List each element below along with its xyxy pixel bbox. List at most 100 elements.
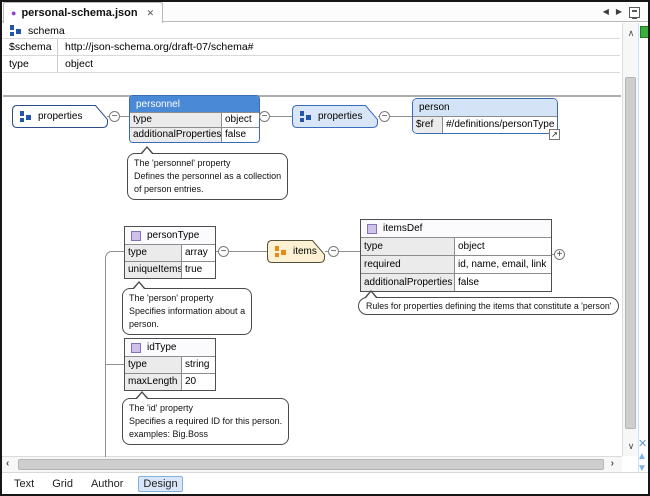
type-definition-icon (131, 342, 141, 353)
collapse-toggle[interactable]: − (379, 111, 390, 122)
row-value: string (185, 359, 210, 370)
items-icon (275, 246, 286, 257)
annotation-line: person. (129, 319, 160, 329)
tab-modified-dot-icon: ● (11, 8, 17, 18)
collapse-toggle[interactable]: − (109, 111, 120, 122)
v-scroll-thumb[interactable] (625, 77, 636, 429)
connector-line (216, 251, 267, 252)
collapse-toggle[interactable]: − (218, 246, 229, 257)
properties-badge-2[interactable]: properties (292, 105, 378, 128)
nav-down-icon[interactable]: ▼ (637, 463, 647, 474)
row-label: $schema (3, 39, 58, 55)
row-label: type (3, 56, 58, 72)
badge-label: items (293, 246, 317, 257)
tab-grid[interactable]: Grid (52, 477, 73, 490)
properties-badge-1[interactable]: properties (12, 105, 108, 128)
type-definition-icon (131, 230, 141, 241)
connector-line (378, 116, 412, 117)
ruler-ok-marker[interactable] (640, 26, 648, 38)
scroll-down-icon[interactable]: ∨ (627, 441, 635, 451)
overview-ruler (638, 23, 648, 481)
annotation-line: The 'person' property (129, 293, 214, 303)
v-scrollbar[interactable]: ∧ ∨ (622, 23, 638, 456)
annotation-tail (132, 281, 146, 289)
annotation-idtype[interactable]: The 'id' property Specifies a required I… (122, 391, 290, 445)
row-label: type (130, 113, 222, 127)
tab-author[interactable]: Author (90, 477, 124, 490)
annotation-line: Defines the personnel as a collection (134, 171, 282, 181)
ref-jump-icon[interactable]: ↗ (549, 129, 560, 140)
node-title: person (413, 99, 557, 116)
node-person[interactable]: person $ref#/definitions/personType (412, 98, 558, 134)
scroll-left-icon[interactable]: ‹ (6, 458, 10, 469)
root-table-row[interactable]: $schema http://json-schema.org/draft-07/… (3, 39, 620, 56)
row-label: type (125, 357, 182, 373)
scroll-up-icon[interactable]: ∧ (627, 28, 635, 38)
annotation-personnel[interactable]: The 'personnel' property Defines the per… (127, 146, 289, 200)
schema-icon (10, 25, 21, 36)
tab-design[interactable]: Design (138, 475, 183, 492)
connector-line (257, 116, 292, 117)
collapse-toggle[interactable]: − (259, 111, 270, 122)
annotation-line: examples: Big.Boss (129, 429, 209, 439)
row-value: array (185, 247, 208, 258)
tab-close-icon[interactable]: ✕ (146, 7, 155, 18)
tab-title: personal-schema.json (21, 7, 138, 19)
row-label: required (361, 256, 455, 273)
annotation-line: Rules for properties defining the items … (366, 301, 612, 311)
row-value: true (185, 264, 203, 275)
mode-tabs: Text Grid Author Design (2, 472, 648, 494)
connector-line (325, 251, 360, 252)
row-value: id, name, email, link (458, 259, 547, 270)
collapse-toggle[interactable]: − (328, 246, 339, 257)
annotation-line: The 'id' property (129, 403, 193, 413)
annotation-line: Specifies information about a (129, 306, 246, 316)
connector-trunk (105, 251, 124, 457)
schema-root-table[interactable]: schema $schema http://json-schema.org/dr… (3, 23, 621, 97)
connector-line (105, 364, 124, 365)
schema-root-title: schema (28, 24, 65, 37)
row-label: type (361, 238, 455, 255)
nav-up-icon[interactable]: ▲ (637, 451, 647, 462)
items-badge[interactable]: items (267, 240, 325, 263)
row-value: 20 (185, 376, 197, 387)
tab-bar: ● personal-schema.json ✕ ◀ ▶ (2, 2, 648, 23)
panel-close-icon[interactable]: ✕ (638, 438, 648, 450)
h-scroll-thumb[interactable] (18, 459, 604, 470)
row-value: http://json-schema.org/draft-07/schema# (65, 41, 254, 53)
row-value: object (458, 241, 485, 252)
tab-text[interactable]: Text (14, 477, 35, 490)
annotation-line: of person entries. (134, 184, 204, 194)
row-value: object (65, 58, 94, 70)
row-label: additionalProperties (361, 274, 455, 291)
scroll-right-icon[interactable]: › (610, 458, 614, 469)
annotation-line: The 'personnel' property (134, 158, 231, 168)
row-label: maxLength (125, 374, 182, 390)
node-title: personType (147, 230, 200, 241)
properties-icon (20, 111, 31, 122)
row-label: additionalProperties (130, 128, 222, 142)
type-definition-icon (367, 223, 377, 234)
node-title: itemsDef (383, 223, 423, 234)
root-table-row[interactable]: type object (3, 56, 620, 73)
annotation-tail (135, 391, 149, 399)
annotation-itemsdef[interactable]: Rules for properties defining the items … (358, 290, 620, 315)
properties-icon (300, 111, 311, 122)
root-table-bottom-border (3, 95, 621, 97)
editor-tab[interactable]: ● personal-schema.json ✕ (3, 2, 164, 23)
tab-list-icon[interactable] (629, 6, 640, 19)
tab-scroll-left-icon[interactable]: ◀ (602, 7, 609, 16)
node-title: personnel (130, 96, 259, 112)
node-title: idType (147, 342, 177, 353)
expand-toggle[interactable]: + (554, 249, 565, 260)
badge-label: properties (318, 111, 363, 122)
annotation-persontype[interactable]: The 'person' property Specifies informat… (122, 281, 253, 335)
h-scrollbar[interactable]: ‹ › (2, 456, 622, 472)
row-label: uniqueItems (125, 262, 182, 278)
tab-scroll-right-icon[interactable]: ▶ (615, 7, 622, 16)
